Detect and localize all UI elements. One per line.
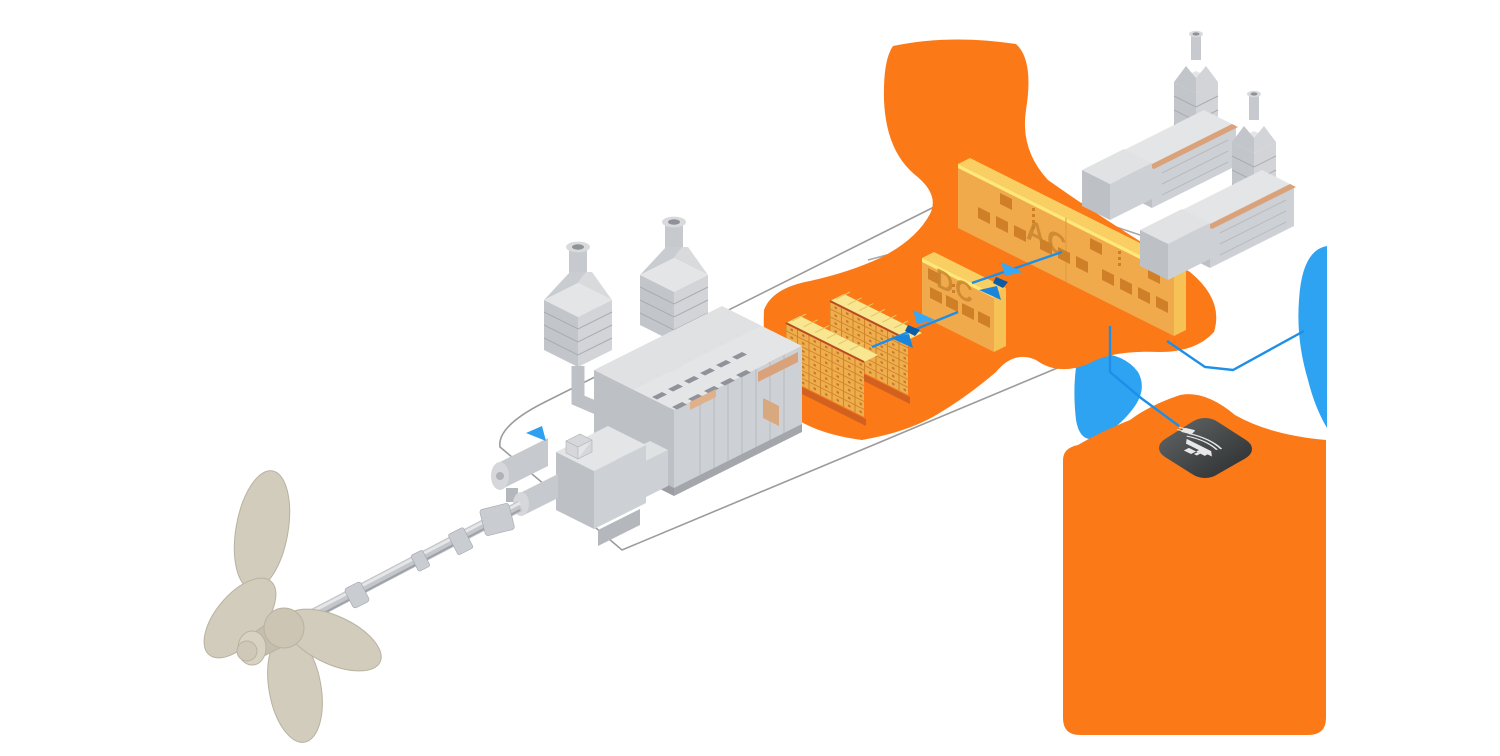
orange-blob-lower: [1063, 394, 1326, 735]
cable-to-shore-connection: [1108, 326, 1180, 427]
propeller-shaft: [299, 501, 523, 625]
shore-connection-icon: [1159, 418, 1252, 478]
power-flow-arrow-shaft-machine: [526, 426, 546, 441]
ac-switchboard: AC: [958, 158, 1186, 336]
engine-top-slots: [652, 352, 751, 410]
genset-1: [1081, 30, 1239, 221]
blue-blob-right: [1298, 246, 1327, 428]
cable-ac-to-shore-grid: [1166, 329, 1305, 372]
switchboard-panels: [978, 193, 1168, 313]
cable-dc-to-ac: [971, 250, 1063, 285]
gearbox-assembly: [491, 426, 668, 546]
dc-panels: [928, 268, 990, 328]
engine-room-outline: [499, 195, 1087, 551]
ship-plug-glyph: [1176, 426, 1223, 457]
blue-blob-small: [1074, 353, 1142, 440]
dc-hub-cabinet: DC: [922, 252, 1006, 352]
shaft-generator: [491, 438, 548, 502]
exhaust-tower-1: [543, 241, 637, 430]
battery-rack-1: [784, 313, 878, 426]
propeller: [203, 470, 382, 743]
